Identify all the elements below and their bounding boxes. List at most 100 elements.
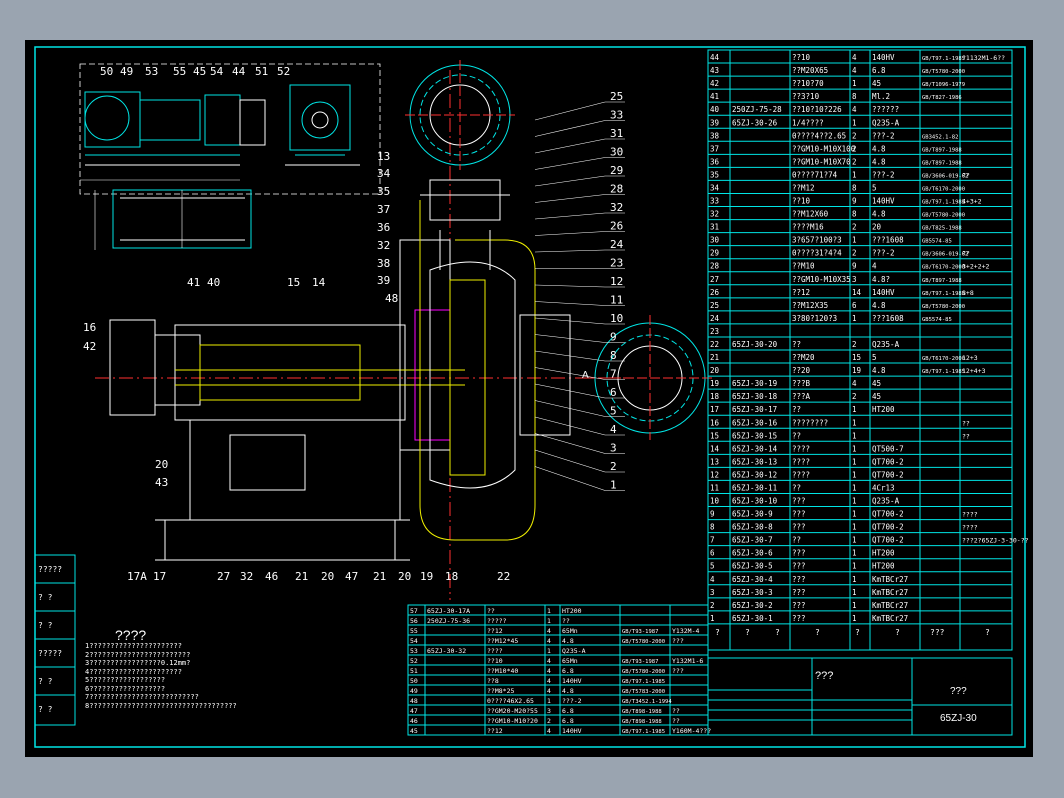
balloon-number: 55 [173, 65, 186, 78]
table-cell: 2 [852, 392, 857, 401]
table-cell: 38 [710, 131, 720, 140]
table-cell: 1 [852, 418, 857, 427]
table-cell: 65ZJ-30-9 [732, 510, 773, 519]
table-cell: 4.8 [872, 144, 886, 153]
title-name: ??? [815, 670, 834, 682]
table-cell: ???-2 [872, 170, 895, 179]
table-cell: ??? [672, 667, 684, 675]
table-cell: 12+4+3 [962, 367, 986, 375]
table-cell: KmTBCr27 [872, 601, 908, 610]
table-cell: 65ZJ-30-4 [732, 575, 773, 584]
balloon-number: 45 [193, 65, 206, 78]
balloon-number: 42 [83, 340, 96, 353]
balloon-number: 32 [377, 239, 390, 252]
table-cell: 65ZJ-30-12 [732, 470, 777, 479]
balloon-number: 17A [127, 570, 147, 583]
table-cell: Y132M1-6 [672, 657, 703, 665]
table-cell: 4 [852, 105, 857, 114]
balloon-number: 39 [377, 274, 390, 287]
table-cell: 6.8 [872, 66, 886, 75]
base-plan-view [94, 189, 252, 250]
table-cell: QT700-2 [872, 536, 904, 545]
table-cell: KmTBCr27 [872, 575, 908, 584]
overall-view-top [79, 63, 381, 195]
table-cell: 45 [410, 727, 418, 735]
table-cell: QT700-2 [872, 470, 904, 479]
table-cell: 18 [710, 392, 720, 401]
balloon-number: 8 [610, 349, 617, 362]
balloon-number: 32 [610, 201, 623, 214]
table-cell: 36 [710, 157, 720, 166]
table-cell: ??M12 [792, 183, 815, 192]
table-cell: 5 [872, 353, 877, 362]
table-cell: Ml.2 [872, 92, 890, 101]
balloon-number: 28 [610, 183, 623, 196]
balloon-number: 43 [155, 476, 168, 489]
table-cell: 33 [710, 197, 719, 206]
table-cell: ???? [962, 511, 978, 519]
table-cell: 32 [710, 210, 719, 219]
table-cell: 4.8 [872, 366, 886, 375]
table-cell: 3 [710, 588, 715, 597]
table-cell: 8+8 [962, 289, 974, 297]
strip-cell: ? ? [38, 677, 53, 686]
table-cell: 11 [710, 483, 719, 492]
table-cell: 140HV [872, 288, 895, 297]
table-cell: ??M20 [792, 353, 815, 362]
balloon-number: 20 [321, 570, 334, 583]
table-cell: 2 [852, 249, 857, 258]
table-cell: 3+2+2+2 [962, 263, 989, 271]
table-cell: ???1608 [872, 314, 904, 323]
table-cell: 1 [852, 314, 857, 323]
note-line: 8??????????????????????????????????? [85, 701, 237, 710]
table-cell: 15 [852, 353, 861, 362]
balloon-number: 30 [610, 146, 623, 159]
table-cell: 43 [710, 66, 719, 75]
table-cell: 1 [852, 431, 857, 440]
table-cell: 3 [547, 707, 551, 715]
table-cell: ?????? [872, 105, 899, 114]
table-cell: GB/T5780-2000 [922, 304, 965, 310]
table-cell: 65ZJ-30-18 [732, 392, 778, 401]
table-cell: 17 [710, 405, 719, 414]
balloon-number: 20 [155, 458, 168, 471]
table-cell: 23 [710, 327, 719, 336]
table-cell: 1 [852, 405, 857, 414]
table-cell: GB/T5783-2000 [622, 689, 665, 695]
table-cell: GB/T1096-1979 [922, 82, 965, 88]
table-cell: 47 [410, 707, 418, 715]
table-cell: 65ZJ-30-5 [732, 562, 773, 571]
strip-cell: ? ? [38, 705, 53, 714]
table-cell: ??12 [487, 727, 503, 735]
table-cell: 2 [852, 157, 857, 166]
table-cell: 65ZJ-30-14 [732, 444, 778, 453]
table-cell: 0????4??2.65 [792, 131, 846, 140]
table-cell: Y132M-4 [672, 627, 699, 635]
table-cell: 4 [547, 627, 551, 635]
table-cell: 6.8 [562, 667, 574, 675]
table-rule [534, 350, 606, 362]
balloon-number: 47 [345, 570, 358, 583]
table-cell: GB/T5780-2000 [922, 69, 965, 75]
balloon-number: 16 [83, 321, 96, 334]
table-cell: 4+3+2 [962, 198, 982, 206]
table-rule [534, 400, 606, 417]
table-cell: 14 [710, 444, 720, 453]
table-cell: 3?657?100?3 [792, 236, 842, 245]
table-cell: 65ZJ-30-13 [732, 457, 777, 466]
table-cell: 22 [710, 340, 719, 349]
balloon-number: 10 [610, 312, 623, 325]
strip-cell: ????? [38, 565, 62, 574]
balloon-number: 22 [497, 570, 510, 583]
table-cell: ???? [792, 457, 810, 466]
table-cell: ??10 [487, 657, 503, 665]
table-cell: 8 [852, 92, 857, 101]
table-cell: ??? [672, 637, 684, 645]
balloon-number: 36 [377, 221, 390, 234]
table-cell: Q235-A [872, 340, 900, 349]
balloon-number: 5 [610, 405, 617, 418]
drawing-border [34, 46, 1026, 748]
balloon-number: 9 [610, 331, 617, 344]
table-cell: 8 [852, 210, 857, 219]
